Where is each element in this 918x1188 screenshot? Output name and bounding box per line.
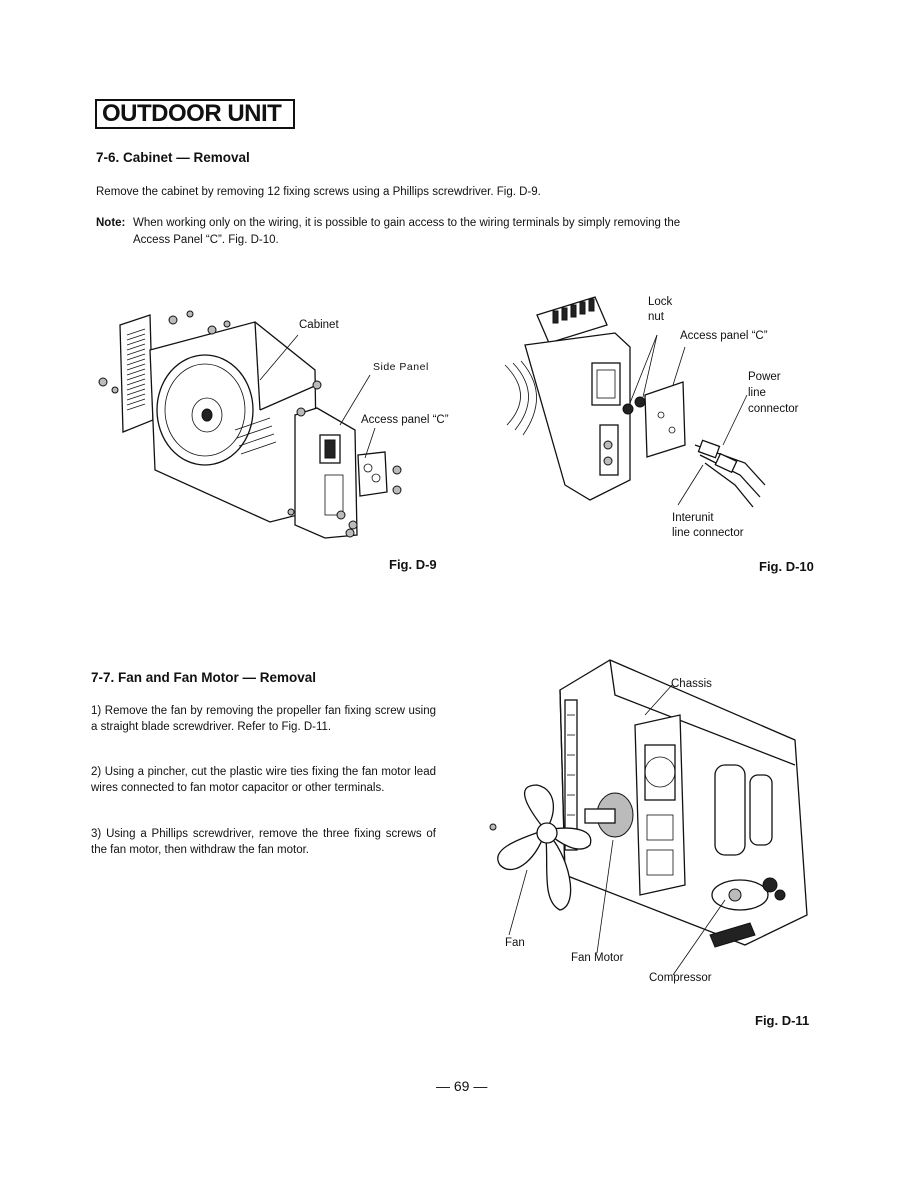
page-title: OUTDOOR UNIT (102, 100, 282, 127)
fig-d9-drawing (98, 310, 402, 539)
note-line-1: When working only on the wiring, it is p… (133, 217, 681, 229)
note-line-2: Access Panel “C”. Fig. D-10. (133, 234, 279, 246)
label-power: Power (748, 371, 781, 383)
note-label-text: Note: (96, 217, 126, 229)
step-1: 1) Remove the fan by removing the propel… (91, 705, 436, 733)
label-fan-motor: Fan Motor (571, 952, 624, 964)
label-side-panel: Side Panel (373, 361, 429, 373)
step-3: 3) Using a Phillips screwdriver, remove … (91, 828, 436, 856)
label-line: line (748, 387, 766, 399)
fig-d11-drawing (489, 659, 808, 976)
label-access-panel-d9: Access panel “C” (361, 414, 449, 426)
label-lock: Lock (648, 296, 673, 308)
fig-d10-drawing (504, 296, 766, 508)
caption-fig-d9: Fig. D-9 (389, 557, 437, 572)
label-interunit: Interunit (672, 512, 714, 524)
header-box (95, 99, 295, 129)
caption-fig-d10: Fig. D-10 (759, 559, 814, 574)
section-title-fan: 7-7. Fan and Fan Motor — Removal (91, 670, 317, 685)
label-cabinet: Cabinet (299, 319, 339, 331)
label-connector: connector (748, 403, 799, 415)
label-nut: nut (648, 311, 664, 323)
step-2: 2) Using a pincher, cut the plastic wire… (91, 766, 436, 794)
caption-fig-d11: Fig. D-11 (755, 1013, 810, 1028)
note-label: Note: (96, 215, 125, 232)
label-fan: Fan (505, 937, 525, 949)
page-number: — 69 — (436, 1078, 488, 1094)
section-title-cabinet: 7-6. Cabinet — Removal (96, 150, 250, 165)
cabinet-instruction: Remove the cabinet by removing 12 fixing… (96, 186, 541, 198)
label-line-connector: line connector (672, 527, 744, 539)
label-access-panel-d10: Access panel “C” (680, 330, 768, 342)
label-chassis: Chassis (671, 678, 712, 690)
label-compressor: Compressor (649, 972, 712, 984)
